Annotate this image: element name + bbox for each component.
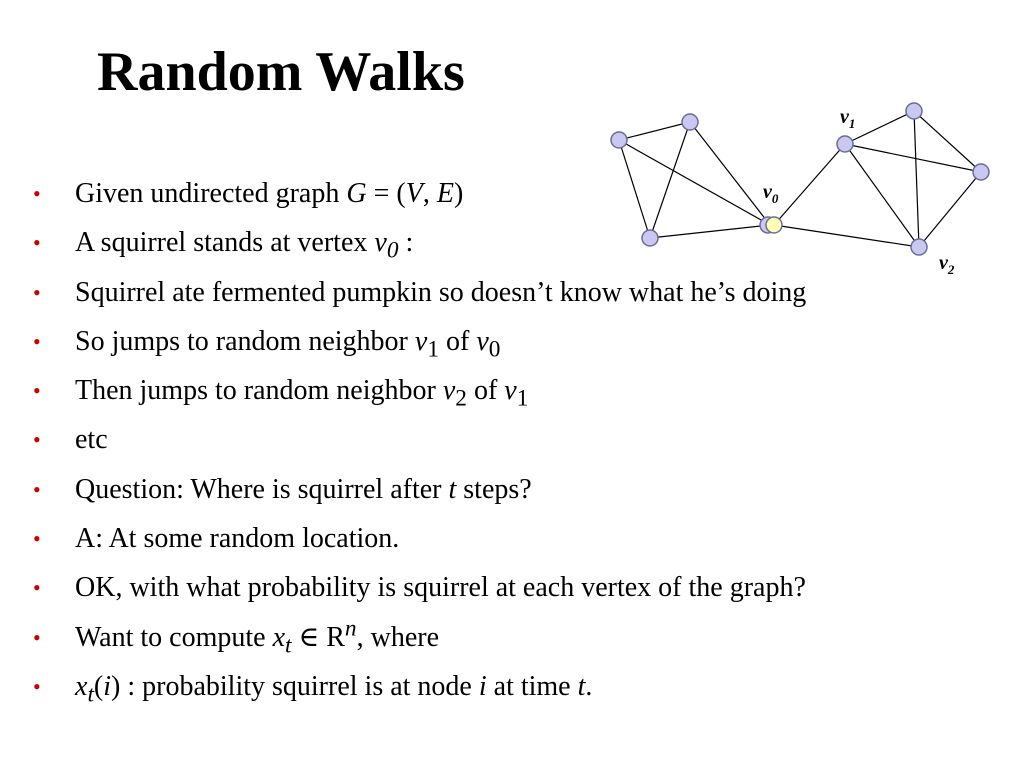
graph-edge — [913, 110, 920, 248]
bullet-text: G — [346, 178, 367, 209]
bullet-text: Then jumps to random neighbor — [75, 375, 443, 407]
bullet-dot: • — [33, 476, 41, 502]
bullet-text: steps? — [456, 473, 532, 505]
bullet-item: • OK, with what probability is squirrel a… — [0, 566, 1000, 615]
bullet-text: v — [504, 375, 517, 407]
graph-edge — [649, 224, 771, 239]
bullet-text: v — [442, 375, 456, 407]
bullet-dot: • — [33, 526, 41, 552]
bullet-item: • Given undirected graph G = (V, E) — [0, 172, 1000, 221]
bullet-text: E — [436, 178, 454, 209]
graph-edge — [773, 143, 846, 226]
bullet-text: t — [87, 681, 94, 708]
bullet-dot: • — [33, 427, 41, 453]
bullet-text: 0 — [386, 237, 399, 264]
bullet-dot: • — [33, 279, 41, 305]
bullet-dot: • — [33, 575, 41, 601]
bullet-text: A: At some random location. — [75, 523, 400, 555]
bullet-text: v — [476, 325, 489, 357]
graph-edge — [649, 121, 691, 239]
bullet-text: of — [438, 325, 477, 357]
graph-edge — [844, 143, 982, 173]
bullet-item: • A squirrel stands at vertex v0 : — [0, 221, 1000, 270]
graph-node — [641, 229, 659, 247]
bullet-item: • Question: Where is squirrel after t ste… — [0, 468, 1000, 517]
bullet-text: ) : probability squirrel is at node — [111, 670, 479, 702]
graph-node — [610, 131, 628, 149]
bullet-text: ( — [93, 670, 104, 702]
graph-edge — [844, 143, 920, 248]
bullet-item: •xt(i) : probability squirrel is at node… — [0, 665, 1000, 714]
bullet-text: x — [75, 670, 88, 702]
graph-edge — [689, 121, 771, 226]
slide-title: Random Walks — [97, 41, 465, 103]
bullet-text: . — [585, 670, 593, 702]
bullet-text: , — [422, 178, 437, 209]
bullet-text: t — [285, 632, 292, 659]
bullet-text: Question: Where is squirrel after — [75, 473, 449, 505]
graph-edge — [618, 121, 691, 141]
bullet-text: = ( — [366, 178, 406, 209]
bullet-text: of — [466, 375, 505, 407]
bullet-item: • Squirrel ate fermented pumpkin so doesn… — [0, 271, 1000, 320]
graph-node — [972, 163, 990, 181]
bullet-text: Want to compute — [75, 621, 273, 653]
graph-node-v2 — [910, 238, 928, 256]
label-v0: v0 — [763, 181, 779, 206]
bullet-text: OK, with what probability is squirrel at… — [75, 572, 806, 604]
bullet-text: : — [398, 227, 414, 259]
bullet-dot: • — [33, 230, 41, 256]
bullet-text: V — [405, 178, 423, 209]
bullet-text: x — [272, 621, 286, 653]
graph-edges — [618, 110, 982, 248]
bullet-text: , where — [356, 621, 439, 653]
graph-edge — [618, 139, 771, 226]
graph-edge — [618, 139, 651, 239]
bullet-text: etc — [75, 424, 108, 456]
bullet-text: v — [374, 227, 387, 259]
bullet-text: Squirrel ate fermented pumpkin so doesn’… — [75, 276, 807, 308]
graph-nodes — [610, 102, 990, 256]
bullet-text: So jumps to random neighbor — [75, 325, 415, 357]
label-v2: v2 — [939, 252, 955, 277]
bullet-item: • Want to compute xt ∈ Rn, where — [0, 616, 1000, 665]
bullet-text: n — [344, 615, 357, 642]
bullet-dot: • — [33, 378, 41, 404]
bullet-text: 1 — [516, 385, 529, 412]
bullet-text: 0 — [488, 336, 501, 363]
graph-node-v1 — [836, 135, 854, 153]
bullet-text: i — [103, 670, 112, 702]
bullet-dot: • — [33, 328, 41, 354]
bullet-dot: • — [33, 624, 41, 650]
bullet-text: t — [577, 670, 586, 702]
bullet-dot: • — [33, 181, 41, 206]
graph-diagram — [610, 102, 990, 256]
graph-node-v0 — [765, 216, 783, 234]
graph-node — [905, 102, 923, 120]
bullet-text: Given undirected graph — [75, 178, 347, 209]
graph-node — [681, 113, 699, 131]
bullet-text: ) — [453, 178, 464, 209]
bullet-text: 1 — [427, 336, 439, 363]
bullet-text: v — [414, 325, 428, 357]
bullet-item: •So jumps to random neighbor v1 of v0 — [0, 320, 1000, 369]
bullet-item: • A: At some random location. — [0, 517, 1000, 566]
graph-edge — [918, 171, 982, 248]
label-v1: v1 — [840, 106, 856, 131]
graph-edge — [913, 110, 982, 173]
bullet-text: t — [448, 473, 457, 505]
graph-edge — [844, 110, 915, 145]
bullet-text: 2 — [455, 385, 467, 412]
bullet-item: •Then jumps to random neighbor v2 of v1 — [0, 369, 1000, 418]
bullet-text: A squirrel stands at vertex — [75, 227, 375, 259]
bullet-list: • Given undirected graph G = (V, E) • A squ… — [0, 172, 1000, 714]
bullet-item: • etc — [0, 418, 1000, 467]
bullet-text: ∈ R — [291, 621, 345, 653]
bullet-dot: • — [33, 673, 41, 699]
bullet-text: i — [478, 670, 487, 702]
graph-edge — [773, 224, 920, 248]
bullet-text: at time — [486, 670, 578, 702]
